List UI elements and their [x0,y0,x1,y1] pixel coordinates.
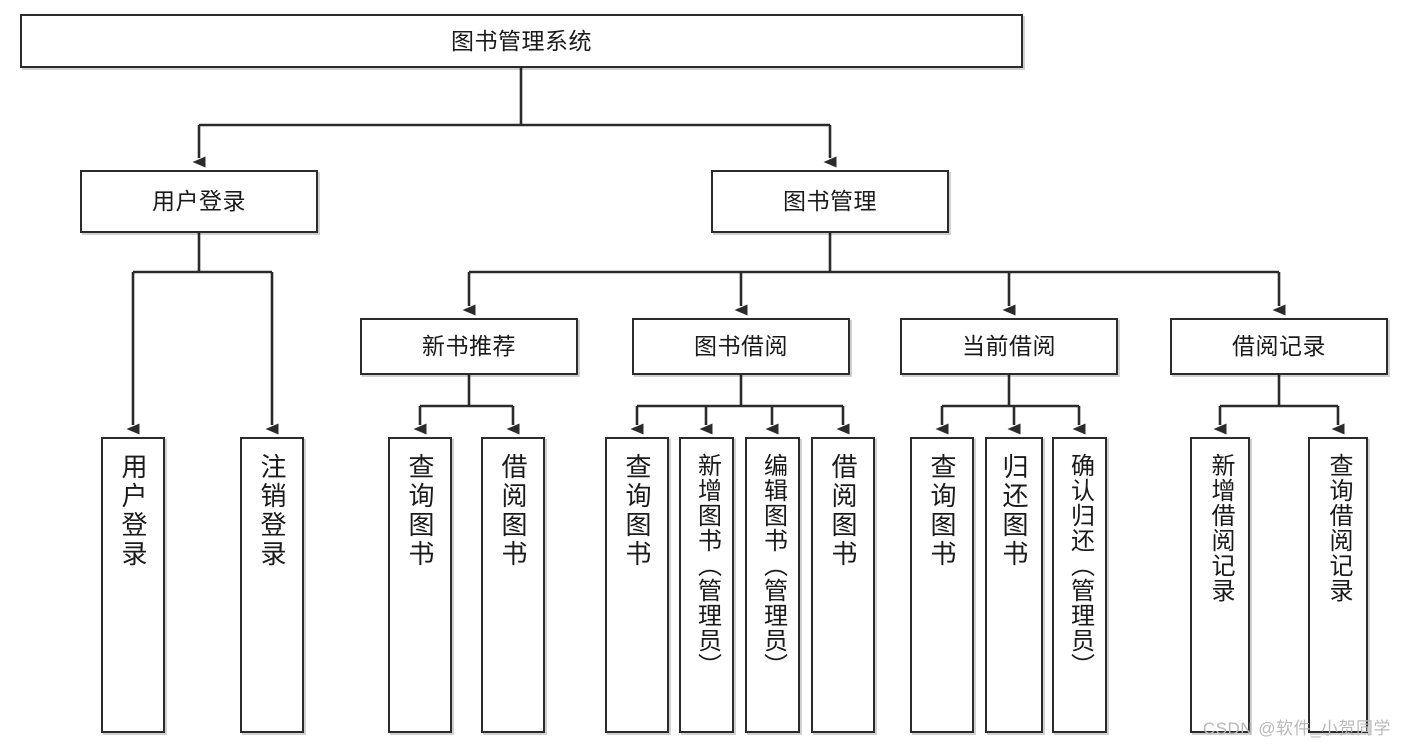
node-leaf-user-login[interactable]: 用户登录 [101,437,165,733]
csdn-watermark: CSDN @软件_小贺同学 [1202,719,1391,738]
node-leaf-cur-query-book[interactable]: 查询图书 [910,437,974,733]
node-leaf-user-logout[interactable]: 注销登录 [240,437,304,733]
node-user-login-label: 用户登录 [152,188,246,215]
node-leaf-add-book-admin-label: 新增图书（管理员） [693,453,721,678]
node-borrow-record-label: 借阅记录 [1232,333,1326,360]
node-leaf-edit-book-admin-label: 编辑图书（管理员） [759,453,787,678]
node-leaf-borrow-borrow-book[interactable]: 借阅图书 [811,437,875,733]
node-leaf-edit-book-admin[interactable]: 编辑图书（管理员） [745,437,800,733]
node-leaf-return-book[interactable]: 归还图书 [985,437,1043,733]
node-leaf-rec-borrow-book[interactable]: 借阅图书 [481,437,545,733]
node-root-label: 图书管理系统 [451,27,592,54]
node-new-book-recommend[interactable]: 新书推荐 [360,318,578,375]
node-root[interactable]: 图书管理系统 [20,14,1023,68]
node-leaf-confirm-return-admin-label: 确认归还（管理员） [1066,453,1094,678]
node-leaf-user-login-label: 用户登录 [118,453,148,569]
node-book-manage-label: 图书管理 [783,188,877,215]
node-book-borrow[interactable]: 图书借阅 [632,318,850,375]
node-leaf-query-borrow-record-label: 查询借阅记录 [1325,453,1352,603]
node-current-borrow[interactable]: 当前借阅 [900,318,1118,375]
node-leaf-user-logout-label: 注销登录 [257,453,287,569]
node-leaf-rec-query-book[interactable]: 查询图书 [388,437,452,733]
node-leaf-rec-query-book-label: 查询图书 [405,453,435,569]
node-borrow-record[interactable]: 借阅记录 [1170,318,1388,375]
node-leaf-add-borrow-record-label: 新增借阅记录 [1207,453,1234,603]
node-leaf-confirm-return-admin[interactable]: 确认归还（管理员） [1052,437,1107,733]
node-leaf-cur-query-book-label: 查询图书 [927,453,957,569]
node-book-manage[interactable]: 图书管理 [711,170,949,233]
node-new-book-recommend-label: 新书推荐 [422,333,516,360]
node-leaf-return-book-label: 归还图书 [999,453,1029,569]
node-book-borrow-label: 图书借阅 [694,333,788,360]
node-leaf-borrow-query-book-label: 查询图书 [622,453,652,569]
node-leaf-add-borrow-record[interactable]: 新增借阅记录 [1190,437,1250,733]
node-current-borrow-label: 当前借阅 [962,333,1056,360]
node-user-login[interactable]: 用户登录 [80,170,318,233]
node-leaf-borrow-query-book[interactable]: 查询图书 [605,437,669,733]
node-leaf-borrow-borrow-book-label: 借阅图书 [828,453,858,569]
node-leaf-rec-borrow-book-label: 借阅图书 [498,453,528,569]
node-leaf-add-book-admin[interactable]: 新增图书（管理员） [679,437,734,733]
node-leaf-query-borrow-record[interactable]: 查询借阅记录 [1308,437,1368,733]
